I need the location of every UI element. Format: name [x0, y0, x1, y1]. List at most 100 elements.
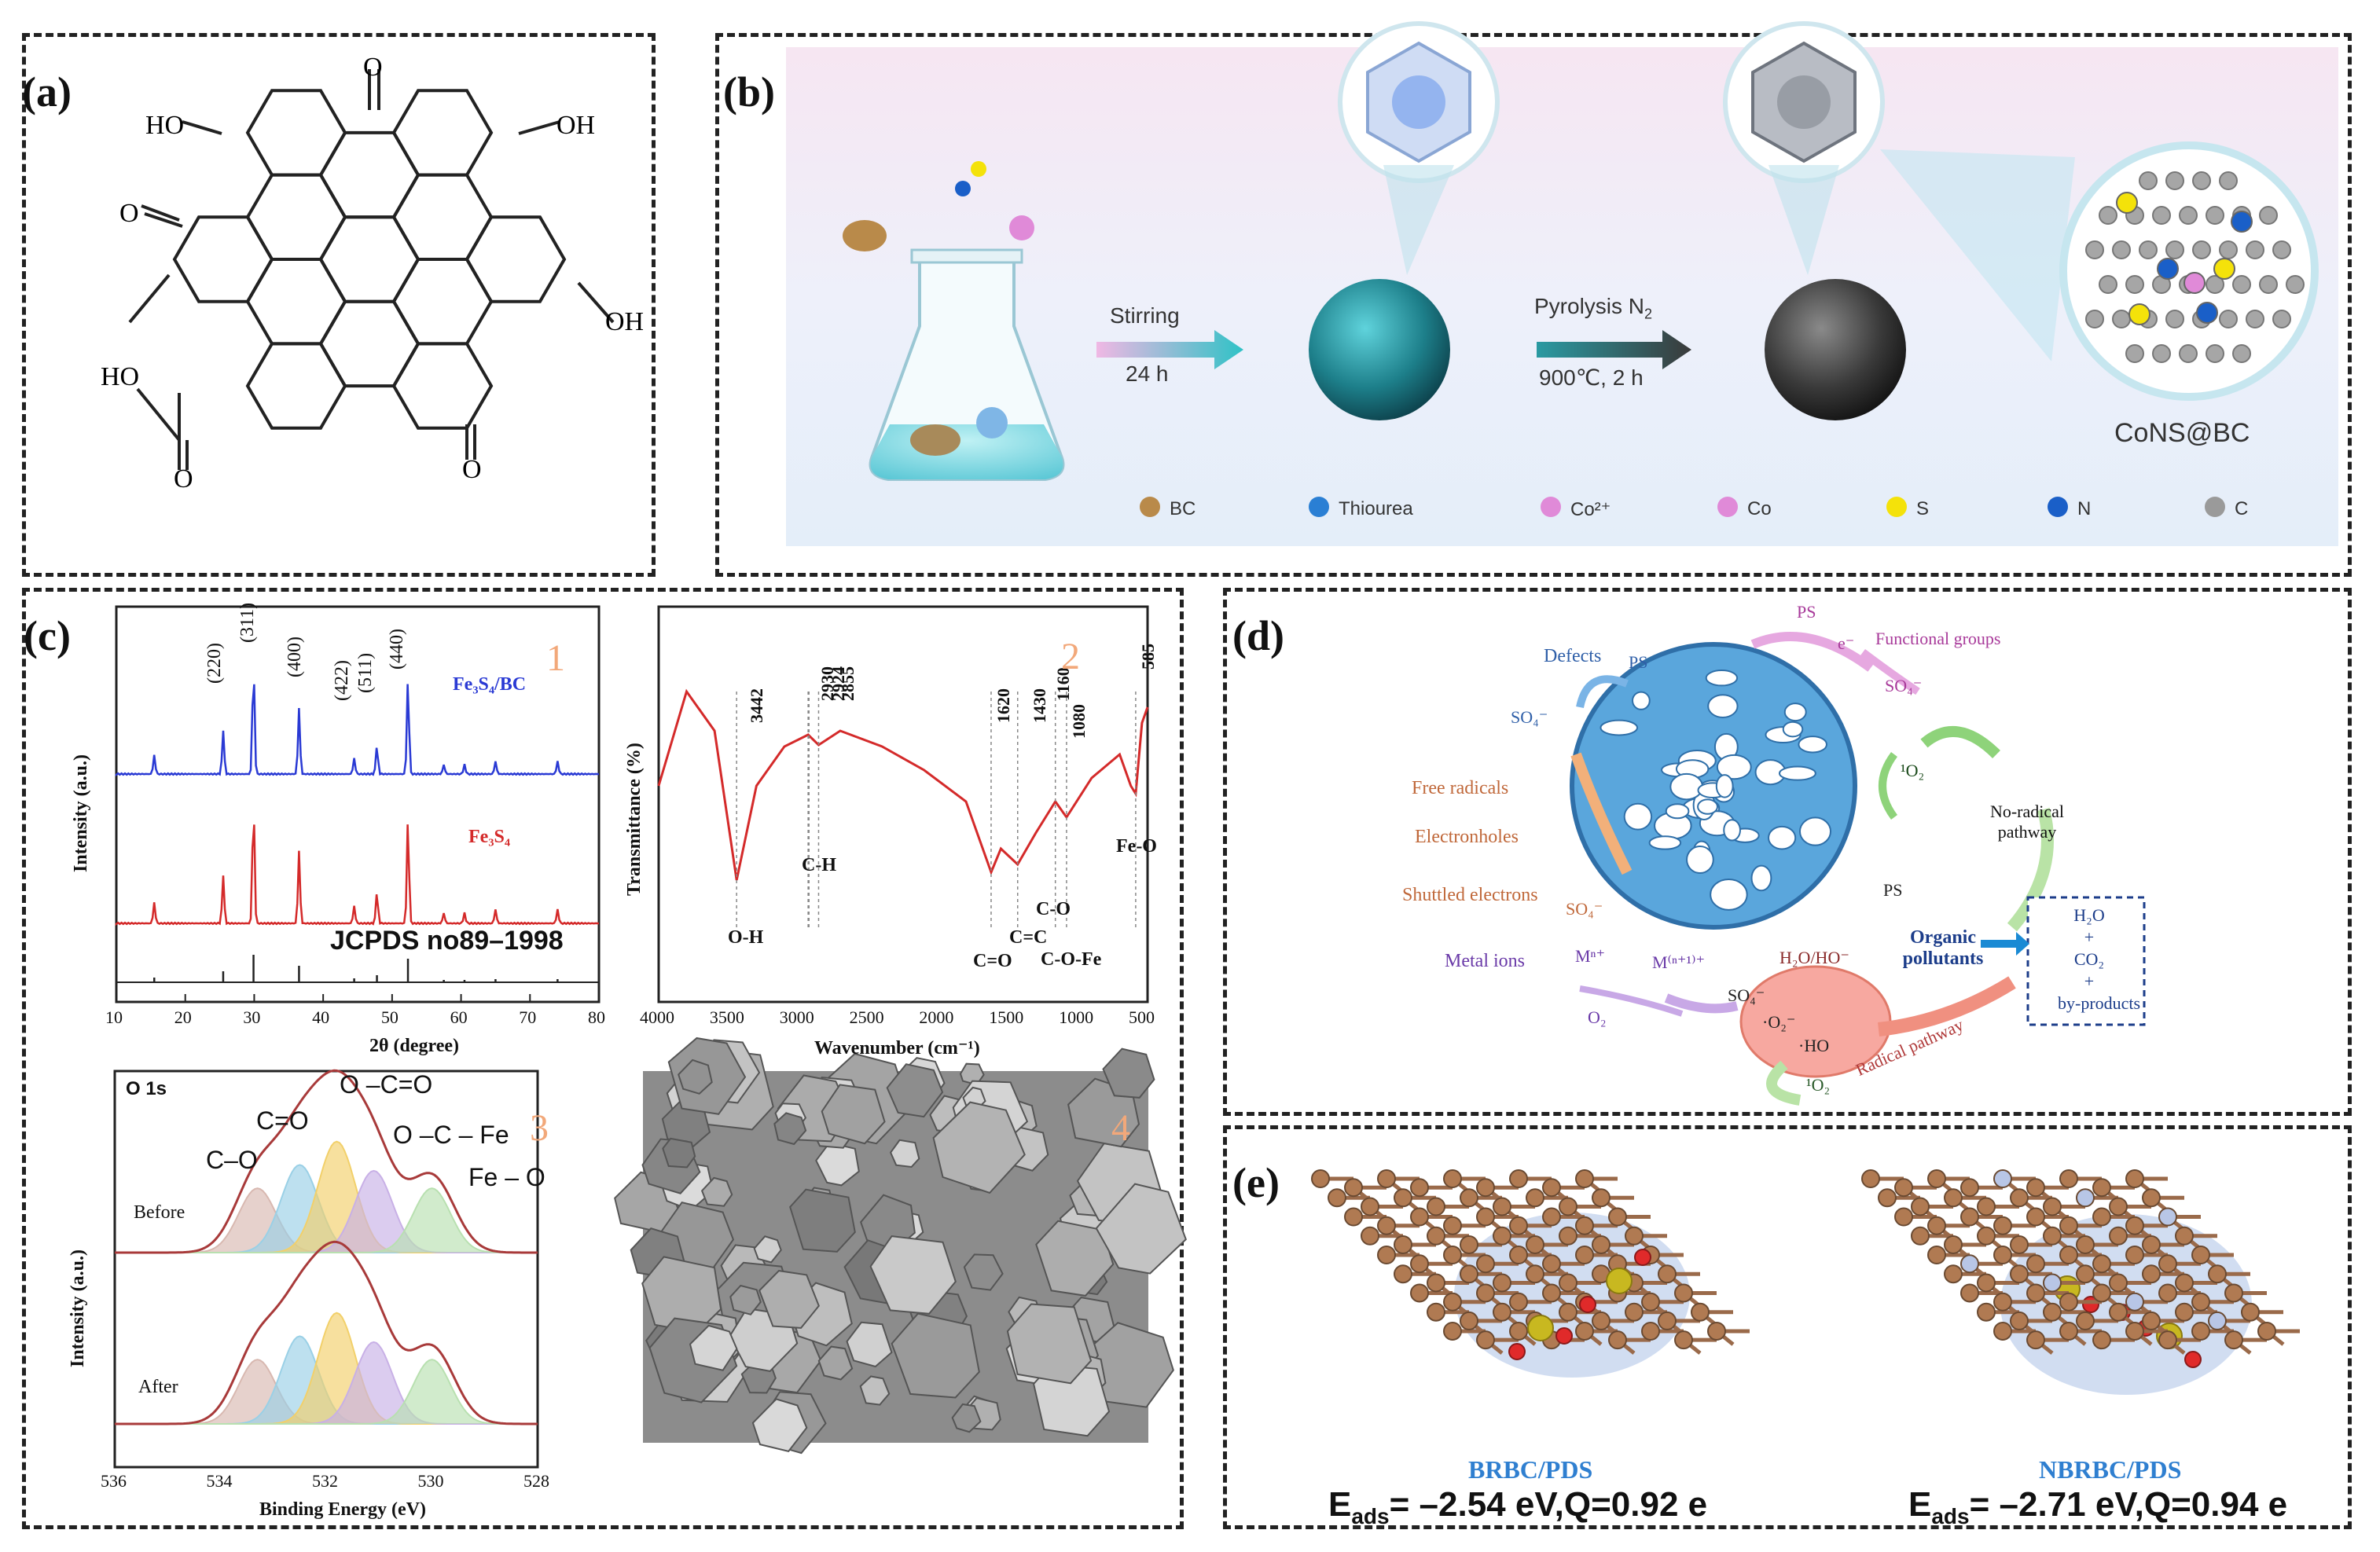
carbon-atom: [1311, 1169, 1330, 1188]
xrd-xtick-label: 50: [380, 1007, 399, 1027]
carbon-atom: [2026, 1178, 2045, 1198]
no-radical-pathway-label: No-radical pathway: [1989, 802, 2065, 842]
mechanism-species-label: ¹O₂: [1901, 761, 1925, 780]
carbon-atom: [1944, 1188, 1963, 1208]
ftir-xtick-label: 3500: [709, 1007, 744, 1027]
carbon-atom: [1476, 1254, 1495, 1274]
ftir-bond-label: C=O: [973, 951, 1012, 971]
biochar-pore: [1798, 816, 1832, 846]
biochar-pore: [1715, 774, 1734, 798]
carbon-atom: [1509, 1321, 1528, 1341]
carbon-atom: [2246, 240, 2264, 259]
carbon-atom: [1443, 1169, 1462, 1188]
dopant-atom: [2231, 211, 2253, 233]
carbon-atom: [1328, 1188, 1346, 1208]
sem-crystal: [963, 1253, 1004, 1291]
carbon-atom: [1559, 1302, 1577, 1322]
product-label: CoNS@BC: [2114, 418, 2250, 448]
carbon-atom: [1493, 1197, 1511, 1216]
carbon-atom: [1460, 1311, 1478, 1330]
sem-subpanel-number: 4: [1111, 1107, 1130, 1149]
carbon-atom: [2076, 1235, 2095, 1254]
biochar-pore: [1686, 846, 1714, 874]
carbon-atom: [1927, 1169, 1946, 1188]
carbon-atom: [1542, 1178, 1561, 1198]
mechanism-species-label: PS: [1883, 880, 1903, 900]
mol-group-o-left: O: [119, 199, 139, 228]
biochar-pore: [1623, 802, 1653, 831]
carbon-atom: [1542, 1254, 1561, 1274]
xps-envelope-after: [115, 1240, 538, 1425]
mechanism-species-label: O₂: [1588, 1007, 1607, 1027]
carbon-atom: [1977, 1226, 1996, 1246]
carbon-atom: [1509, 1169, 1528, 1188]
carbon-atom: [1894, 1207, 1913, 1227]
xrd-xtick-label: 40: [312, 1007, 330, 1027]
sem-crystal: [1102, 1048, 1155, 1099]
mechanism-left-label: Metal ions: [1445, 951, 1525, 971]
mol-group-o-bottom: O: [462, 455, 482, 484]
legend-label-6: C: [2235, 498, 2249, 519]
xrd-xtick-label: 20: [174, 1007, 192, 1027]
panel-label-c: (c): [24, 612, 71, 659]
legend-marker-5: [2048, 497, 2068, 517]
mechanism-species-label: ·HO: [1798, 1036, 1830, 1055]
carbon-atom: [2026, 1283, 2045, 1303]
carbon-atom: [2092, 1178, 2111, 1198]
sem-crystal: [817, 1345, 854, 1381]
xps-subpanel-number: 3: [530, 1107, 549, 1149]
step2-cond: 900℃, 2 h: [1539, 365, 1644, 390]
nitrogen-atom: [1960, 1254, 1979, 1274]
carbon-atom: [2085, 310, 2104, 328]
carbon-atom: [2125, 1169, 2144, 1188]
xps-xtick-label: 532: [312, 1471, 338, 1491]
carbon-atom: [1608, 1207, 1627, 1227]
legend-label-5: N: [2077, 498, 2092, 519]
nitrogen-atom: [2043, 1273, 2062, 1293]
carbon-atom: [2076, 1311, 2095, 1330]
carbon-atom: [2142, 1311, 2161, 1330]
carbon-atom: [2259, 275, 2278, 294]
mol-ring: [245, 89, 347, 177]
carbon-atom: [2043, 1226, 2062, 1246]
biochar-pore: [1665, 803, 1690, 820]
carbon-atom: [2286, 275, 2305, 294]
sem-crystal: [729, 1284, 762, 1315]
biochar-pore: [1768, 825, 1797, 850]
carbon-atom: [1641, 1292, 1660, 1312]
carbon-atom: [1427, 1197, 1445, 1216]
mol-group-ho-top: HO: [145, 111, 184, 140]
mol-ring: [465, 215, 567, 303]
step2-text: Pyrolysis N: [1534, 294, 1645, 318]
carbon-atom: [1993, 1216, 2012, 1235]
carbon-atom: [1559, 1197, 1577, 1216]
mechanism-top-label: e⁻: [1838, 633, 1855, 653]
dopant-atom: [2157, 258, 2179, 280]
sulfur-atom: [1527, 1315, 1554, 1341]
mechanism-left-label: Shuttled electrons: [1402, 885, 1538, 905]
panel-b: [715, 33, 2352, 577]
ftir-bond-label: C-O-Fe: [1041, 949, 1102, 970]
mechanism-species-label: SO₄⁻: [1728, 985, 1765, 1005]
carbon-atom: [2158, 1254, 2177, 1274]
carbon-atom: [2059, 1292, 2078, 1312]
mechanism-left-label: Defects: [1544, 646, 1602, 666]
biochar-pore: [1648, 835, 1682, 850]
carbon-atom: [2026, 1330, 2045, 1350]
carbon-atom: [2010, 1264, 2029, 1284]
mol-ring: [391, 89, 494, 177]
ftir-bond-label: C-H: [802, 855, 836, 875]
carbon-atom: [2152, 344, 2171, 363]
products-label: +: [2084, 927, 2095, 947]
carbon-atom: [1427, 1302, 1445, 1322]
carbon-atom: [2092, 1330, 2111, 1350]
carbon-atom: [1509, 1292, 1528, 1312]
carbon-atom: [1361, 1197, 1379, 1216]
oxygen-atom: [1508, 1343, 1526, 1360]
carbon-atom: [1410, 1283, 1429, 1303]
mechanism-top-label: SO₄⁻: [1885, 676, 1923, 695]
xrd-xtick-label: 70: [519, 1007, 537, 1027]
carbon-atom: [1993, 1245, 2012, 1264]
